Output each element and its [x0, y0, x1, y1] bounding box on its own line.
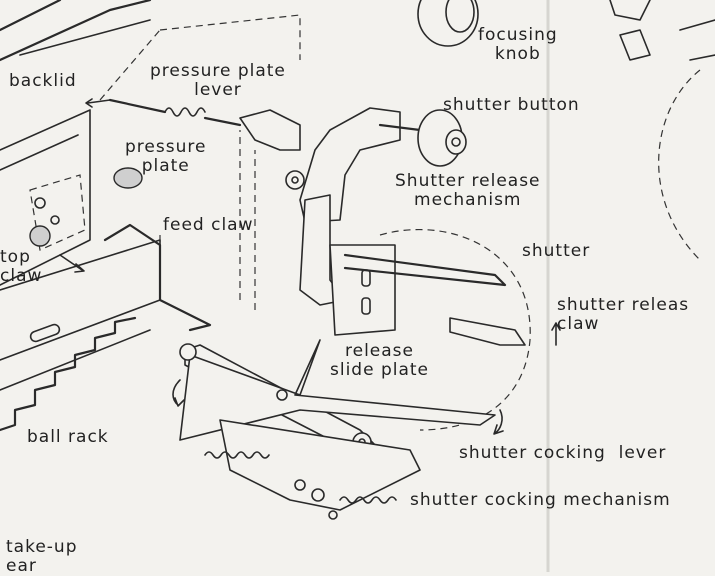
- shutter-cocking-mechanism-part: [204, 409, 504, 520]
- label-take-up-gear: take-up ear: [6, 537, 78, 576]
- ball-rack-teeth: [0, 316, 137, 432]
- backlid-frame: [0, 109, 91, 286]
- label-shutter-release-mechanism: Shutter release mechanism: [395, 171, 541, 210]
- camera-top-edge: [0, 0, 152, 62]
- label-ball-rack: ball rack: [27, 427, 109, 447]
- label-focusing-knob: focusing knob: [478, 25, 558, 64]
- label-feed-claw: feed claw: [163, 215, 254, 235]
- release-frame: [299, 194, 507, 336]
- label-shutter-cocking-lever: shutter cocking lever: [459, 443, 667, 463]
- label-shutter-cocking-mechanism: shutter cocking mechanism: [410, 490, 671, 510]
- label-backlid: backlid: [9, 71, 77, 91]
- right-side-parts: [609, 0, 715, 261]
- label-pressure-plate-lever: pressure plate lever: [150, 61, 286, 100]
- stop-claw-arrow: [59, 254, 85, 273]
- shutter-button-assembly: [299, 107, 467, 223]
- focusing-knob-part: [417, 0, 479, 47]
- stop-claw-part: [29, 225, 51, 247]
- label-shutter-release-claw: shutter releas claw: [557, 295, 690, 334]
- label-shutter: shutter: [522, 241, 591, 261]
- label-stop-claw: top claw: [0, 247, 43, 286]
- label-pressure-plate: pressure plate: [125, 137, 207, 176]
- backlid-arrow: [85, 98, 111, 108]
- label-release-slide-plate: release slide plate: [330, 341, 430, 380]
- pressure-plate-part: [113, 167, 143, 189]
- pressure-plate-lever-rod: [108, 98, 305, 190]
- label-shutter-button: shutter button: [443, 95, 580, 115]
- shutter-release-claw-part: [449, 317, 561, 346]
- shutter-outline: [379, 228, 531, 431]
